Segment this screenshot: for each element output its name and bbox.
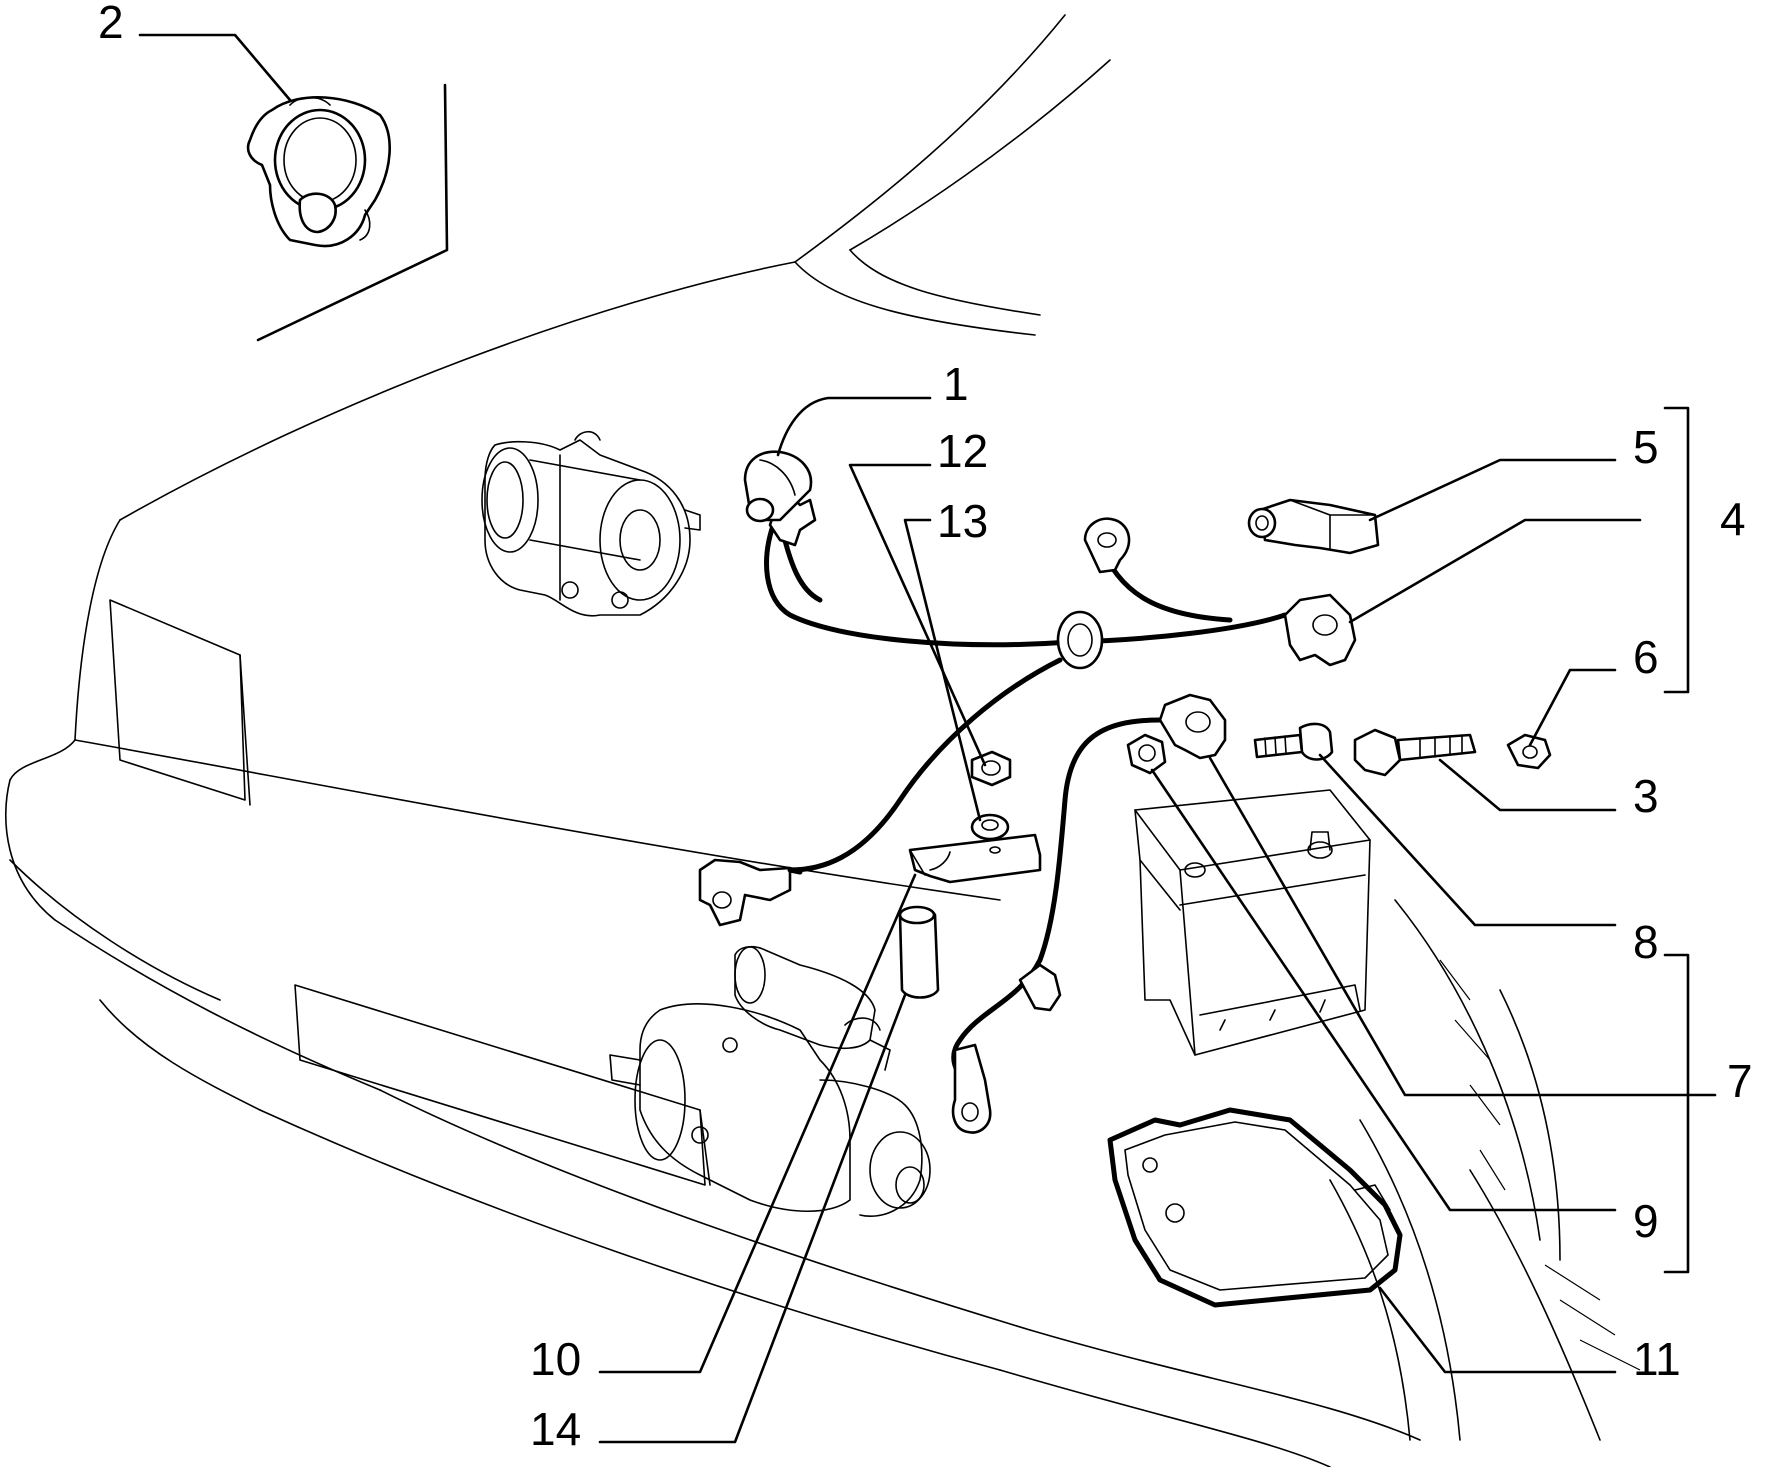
leader-5 bbox=[1368, 458, 1617, 522]
callout-10: 10 bbox=[530, 1333, 581, 1385]
battery-tray-part-11 bbox=[1107, 1107, 1403, 1308]
callout-2: 2 bbox=[98, 0, 124, 48]
callout-4: 4 bbox=[1720, 493, 1746, 545]
leader-13 bbox=[903, 518, 982, 822]
callout-12: 12 bbox=[937, 425, 988, 477]
terminal-cap-part-1 bbox=[743, 450, 813, 523]
nut-part-6 bbox=[1506, 733, 1552, 770]
leader-4 bbox=[1348, 518, 1642, 624]
callout-14: 14 bbox=[530, 1403, 581, 1455]
screw-part-8 bbox=[1253, 722, 1334, 761]
washer-part-13 bbox=[970, 813, 1010, 841]
callout-6: 6 bbox=[1633, 631, 1659, 683]
callout-3: 3 bbox=[1633, 770, 1659, 822]
nut-part-9 bbox=[1126, 733, 1167, 775]
leader-7 bbox=[1208, 756, 1717, 1097]
nut-part-12 bbox=[970, 750, 1012, 787]
callout-5: 5 bbox=[1633, 421, 1659, 473]
battery bbox=[1134, 789, 1371, 1056]
cable-part-7 bbox=[951, 693, 1227, 1134]
callout-9: 9 bbox=[1633, 1195, 1659, 1247]
callout-8: 8 bbox=[1633, 916, 1659, 968]
leader-1 bbox=[776, 396, 932, 457]
inset-frame bbox=[256, 83, 449, 342]
leader-3 bbox=[1438, 758, 1617, 812]
starter-motor bbox=[609, 945, 931, 1217]
group-bracket-7-8-9 bbox=[1663, 953, 1690, 1274]
callout-11: 11 bbox=[1633, 1333, 1681, 1385]
clamp-part-2 bbox=[246, 95, 391, 248]
leader-2 bbox=[138, 33, 292, 102]
sleeve-part-14 bbox=[898, 905, 940, 999]
bracket-part-10 bbox=[908, 833, 1042, 884]
callout-13: 13 bbox=[937, 495, 988, 547]
bolt-part-3 bbox=[1353, 728, 1477, 777]
ac-compressor bbox=[481, 430, 701, 617]
callout-labels: 2 1 12 13 5 4 6 3 8 7 9 10 11 14 bbox=[98, 0, 1753, 1455]
group-bracket-4-5-6 bbox=[1663, 406, 1690, 694]
leader-10 bbox=[598, 873, 917, 1374]
leader-8 bbox=[1318, 753, 1617, 927]
leader-14 bbox=[598, 993, 907, 1444]
callout-7: 7 bbox=[1727, 1055, 1753, 1107]
leader-9 bbox=[1150, 768, 1617, 1212]
leader-lines bbox=[138, 33, 1717, 1444]
car-body-outline bbox=[5, 14, 1641, 1467]
callout-1: 1 bbox=[943, 358, 969, 410]
terminal-cover-part-5 bbox=[1247, 498, 1380, 555]
leader-6 bbox=[1528, 668, 1617, 747]
leader-11 bbox=[1378, 1286, 1617, 1374]
cable-harness-part-4 bbox=[698, 493, 1357, 927]
